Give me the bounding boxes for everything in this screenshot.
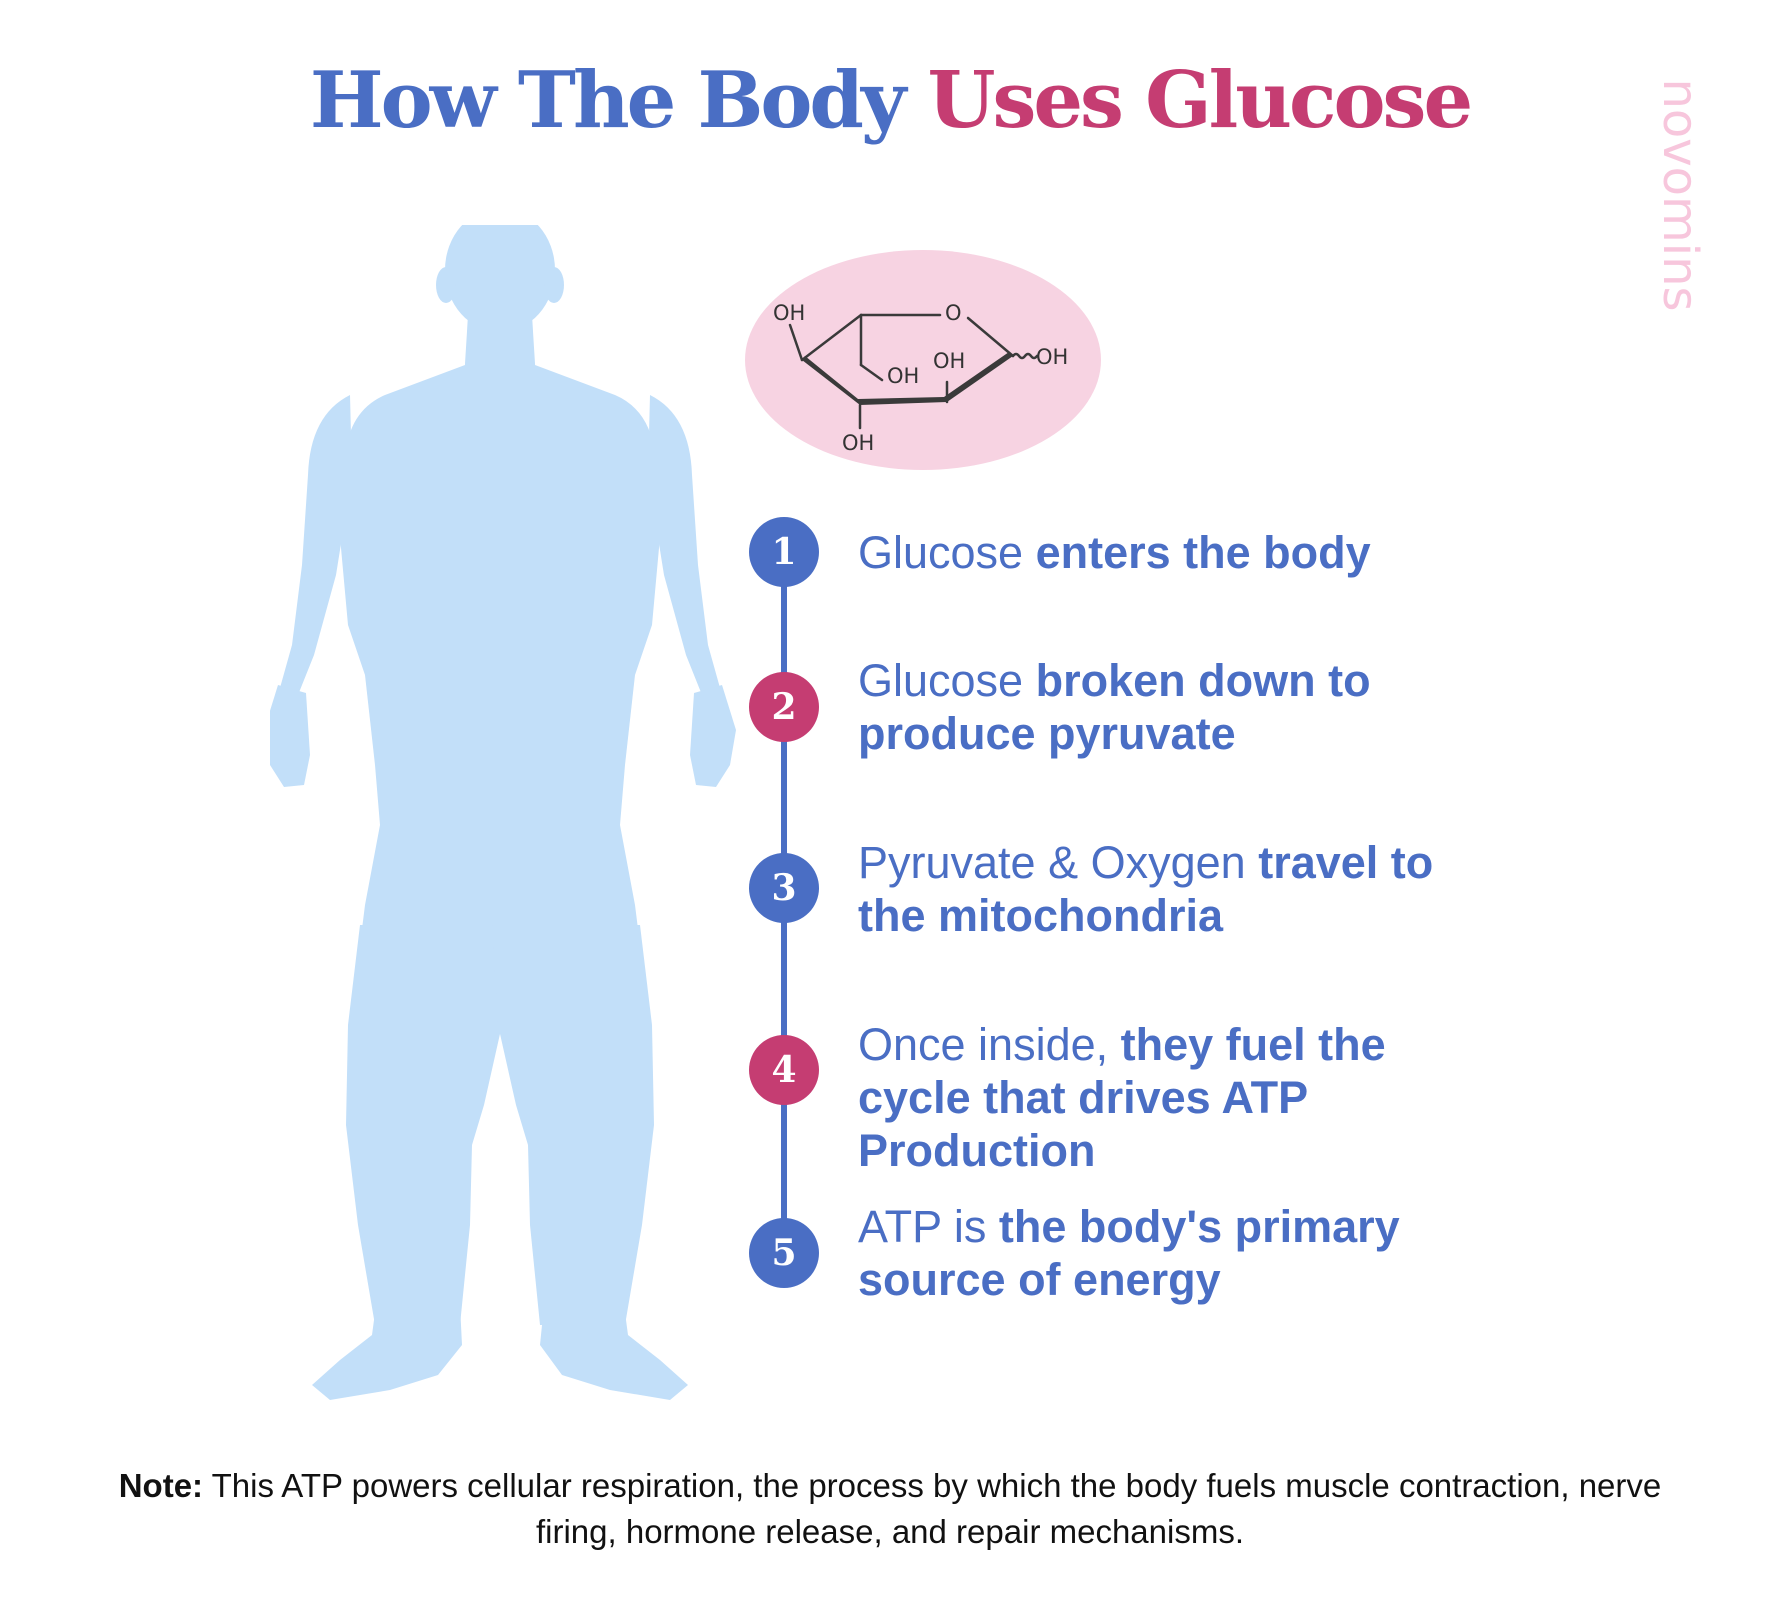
step-text: ATP is the body's primary source of ener…	[858, 1200, 1478, 1306]
step-text-bold: travel to the mitochondria	[858, 837, 1434, 941]
step-badge: 2	[749, 672, 819, 742]
molecule-label: OH	[773, 301, 805, 325]
step-text-plain: ATP is	[858, 1201, 999, 1252]
molecule-label: O	[945, 301, 962, 325]
step-text-plain: Once inside,	[858, 1019, 1121, 1070]
step-text-bold: broken down to produce pyruvate	[858, 655, 1371, 759]
brand-logo: novomins	[1640, 60, 1720, 330]
step-text: Glucose enters the body	[858, 526, 1658, 579]
step-badge: 1	[749, 517, 819, 587]
page-title: How The Body Uses Glucose	[0, 62, 1780, 140]
step-text-plain: Glucose	[858, 655, 1036, 706]
footnote: Note: This ATP powers cellular respirati…	[110, 1463, 1670, 1555]
molecule-label: OH	[1036, 345, 1068, 369]
molecule-background	[745, 250, 1101, 470]
step-text-bold: enters the body	[1035, 527, 1371, 578]
brand-logo-text: novomins	[1652, 78, 1708, 312]
title-part-pink: Uses Glucose	[927, 55, 1473, 146]
step-text-bold: the body's primary source of energy	[858, 1201, 1400, 1305]
molecule-label: OH	[887, 364, 919, 388]
step-badge: 3	[749, 853, 819, 923]
footnote-text: This ATP powers cellular respiration, th…	[203, 1467, 1662, 1550]
step-text-plain: Glucose	[858, 527, 1036, 578]
step-badge: 5	[749, 1218, 819, 1288]
step-text: Glucose broken down to produce pyruvate	[858, 654, 1438, 760]
step-badge: 4	[749, 1035, 819, 1105]
step-text-plain: Pyruvate & Oxygen	[858, 837, 1259, 888]
glucose-molecule-icon: OH O OH OH OH OH	[745, 250, 1101, 470]
step-text: Pyruvate & Oxygen travel to the mitochon…	[858, 836, 1478, 942]
step-text-bold: they fuel the cycle that drives ATP Prod…	[858, 1019, 1386, 1176]
human-body-icon	[270, 225, 736, 1400]
molecule-label: OH	[933, 349, 965, 373]
footnote-label: Note:	[118, 1467, 204, 1504]
molecule-label: OH	[842, 431, 874, 455]
step-text: Once inside, they fuel the cycle that dr…	[858, 1018, 1458, 1177]
title-part-blue: How The Body	[309, 55, 906, 146]
